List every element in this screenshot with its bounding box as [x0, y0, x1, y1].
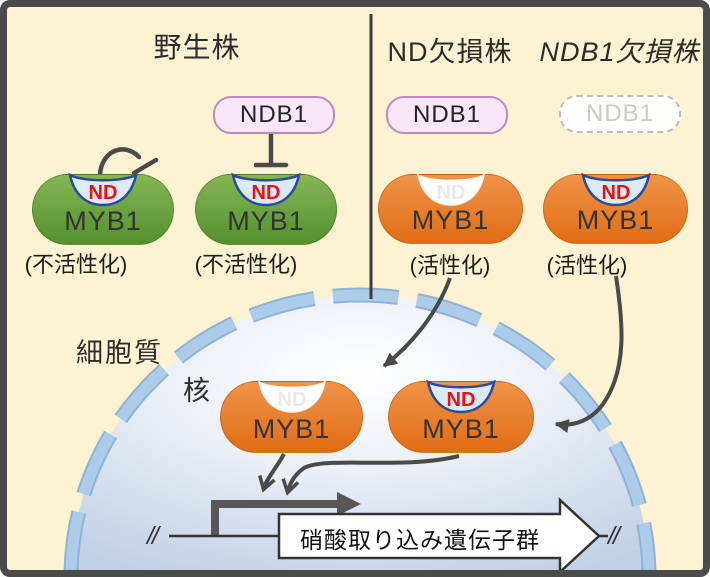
myb1-pill-nd-mutant: ND MYB1 — [378, 173, 523, 244]
myb1-label: MYB1 — [422, 414, 500, 444]
dna-break-left: // — [145, 522, 162, 550]
diagram-drawing-layer: // // — [63, 14, 657, 570]
nd-label: ND — [447, 389, 476, 411]
state-label-inactive-1: (不活性化) — [24, 252, 128, 277]
ndb1-protein-deleted: NDB1 — [559, 95, 681, 133]
nd-label: ND — [252, 182, 281, 204]
nd-domain-crescent-ghost-icon: ND — [257, 380, 326, 413]
nuclear-import-arrow-nd-mutant — [382, 277, 452, 368]
myb1-pill-nucleus-ndb1-mutant: ND MYB1 — [388, 379, 534, 453]
header-nd-deficient: ND欠損株 — [387, 37, 513, 67]
myb1-label: MYB1 — [252, 414, 331, 444]
nuclear-import-arrow-ndb1-mutant — [554, 275, 624, 433]
nd-domain-crescent-ghost-icon: ND — [416, 173, 485, 206]
myb1-label: MYB1 — [64, 206, 142, 236]
header-wild-type: 野生株 — [153, 32, 241, 63]
nd-label: ND — [601, 182, 630, 204]
myb1-pill-wild-type-self: ND MYB1 — [32, 172, 174, 245]
nd-domain-crescent-icon: ND — [426, 379, 496, 414]
activation-arrow-left — [264, 453, 286, 488]
ndb1-protein-wild-type: NDB1 — [213, 96, 335, 134]
myb1-pill-wild-type-ndb1: ND MYB1 — [195, 172, 337, 245]
myb1-pill-nucleus-nd-mutant: ND MYB1 — [220, 380, 363, 453]
nd-label: ND — [436, 182, 465, 204]
myb1-label: MYB1 — [227, 206, 305, 236]
nd-label: ND — [277, 389, 306, 411]
state-label-active-ndb1: (活性化) — [546, 253, 628, 278]
activation-arrow-right — [288, 454, 460, 491]
gene-group-label: 硝酸取り込み遺伝子群 — [300, 527, 540, 553]
dna-break-right: // — [606, 522, 623, 550]
nd-label: ND — [89, 182, 118, 204]
ndb1-protein-nd-mutant: NDB1 — [386, 96, 508, 134]
ndb1-label: NDB1 — [239, 101, 309, 128]
nd-domain-crescent-icon: ND — [68, 172, 138, 207]
nucleus-label: 核 — [183, 376, 212, 406]
myb1-label: MYB1 — [576, 205, 655, 235]
cytoplasm-label: 細胞質 — [76, 338, 163, 368]
header-ndb1-deficient: NDB1欠損株 — [539, 37, 700, 67]
nd-domain-crescent-icon: ND — [580, 172, 651, 207]
myb1-pill-ndb1-mutant: ND MYB1 — [543, 172, 688, 244]
state-label-active-nd: (活性化) — [409, 253, 491, 278]
state-label-inactive-2: (不活性化) — [194, 252, 298, 277]
nd-domain-crescent-icon: ND — [231, 172, 301, 207]
ndb1-label: NDB1 — [585, 100, 655, 127]
myb1-label: MYB1 — [411, 205, 490, 235]
ndb1-inhibition-arrow — [253, 130, 289, 168]
ndb1-label: NDB1 — [412, 101, 482, 128]
